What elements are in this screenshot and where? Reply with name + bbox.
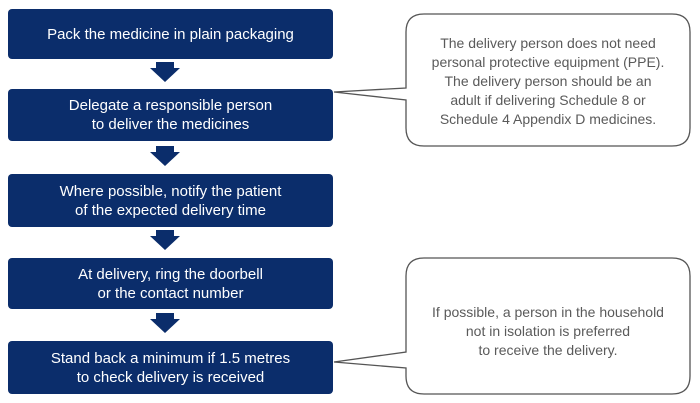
down-arrow-icon [150,313,180,333]
callout-household-note: If possible, a person in the household n… [432,304,664,358]
step-text: At delivery, ring the doorbell [78,265,263,283]
step-pack-medicine: Pack the medicine in plain packaging [8,9,333,59]
step-text: of the expected delivery time [75,201,266,219]
step-text: or the contact number [97,284,244,302]
step-text: Where possible, notify the patient [59,182,282,200]
step-text: Stand back a minimum if 1.5 metres [50,349,291,367]
step-text: Pack the medicine in plain packaging [47,25,294,43]
down-arrow-icon [150,62,180,82]
step-ring-doorbell: At delivery, ring the doorbell or the co… [8,258,333,309]
step-stand-back: Stand back a minimum if 1.5 metres to ch… [8,341,333,394]
step-delegate-person: Delegate a responsible person to deliver… [8,89,333,141]
step-text: to check delivery is received [76,368,265,386]
step-notify-patient: Where possible, notify the patient of th… [8,174,333,227]
step-text: to deliver the medicines [91,116,250,133]
down-arrow-icon [150,146,180,166]
callout-household-shape [333,257,691,395]
callout-ppe-note: The delivery person does not need person… [431,35,665,127]
step-text: Delegate a responsible person [68,97,273,114]
down-arrow-icon [150,230,180,250]
callout-ppe-shape [333,13,691,147]
